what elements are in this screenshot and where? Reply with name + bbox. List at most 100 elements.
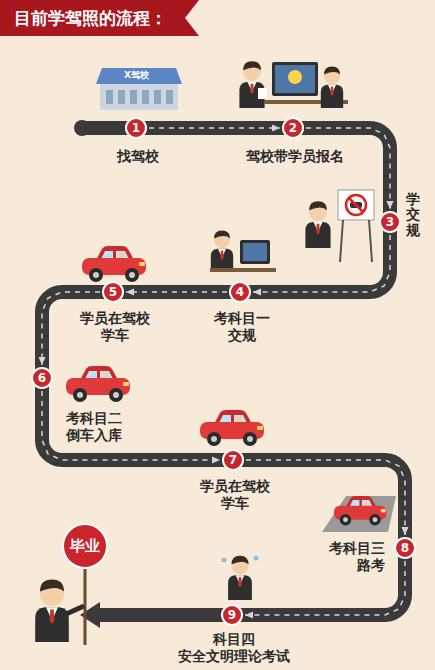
bulb <box>288 70 302 84</box>
car-light <box>123 382 129 386</box>
step-number: 1 <box>132 122 140 134</box>
hair <box>40 580 64 592</box>
no-car-sign <box>346 195 366 215</box>
driver-head <box>102 372 108 378</box>
person-figure <box>305 201 330 248</box>
car-hub <box>93 272 99 278</box>
car-wheel <box>207 432 221 446</box>
step-marker: 4考科目一 交规 <box>229 281 251 303</box>
step-caption: 考科目一 交规 <box>214 310 270 344</box>
person-figure <box>228 556 252 600</box>
car-window <box>219 415 231 423</box>
hair <box>309 201 327 210</box>
car-wheel <box>89 268 103 282</box>
step-caption: 考科目三 路考 <box>329 540 385 574</box>
graduation-sign: 毕业 <box>62 523 108 569</box>
road-connector <box>126 291 227 293</box>
step-caption: 学员在驾校 学车 <box>200 478 270 512</box>
building-window <box>142 90 149 104</box>
person-figure <box>239 61 264 108</box>
car-window <box>362 500 373 507</box>
step-marker: 7学员在驾校 学车 <box>222 449 244 471</box>
building <box>100 82 178 110</box>
car-icon <box>82 246 146 282</box>
arm <box>64 606 84 615</box>
car-hub <box>113 392 119 398</box>
step-number: 4 <box>236 286 244 298</box>
suit <box>305 222 330 248</box>
step-marker: 8考科目三 路考 <box>394 537 416 559</box>
car-wheel <box>125 268 139 282</box>
step-number: 2 <box>289 122 297 134</box>
small-road <box>322 496 396 532</box>
tie <box>238 577 241 587</box>
car-hub <box>77 392 83 398</box>
step-number: 7 <box>229 454 237 466</box>
monitor <box>272 62 318 96</box>
step-caption: 科目四 安全文明理论考试 <box>178 631 290 665</box>
car-light <box>381 509 386 512</box>
driver-head <box>118 252 124 258</box>
school-sign: X驾校 <box>124 70 149 81</box>
step-caption: 找驾校 <box>117 148 159 165</box>
car-hub <box>343 517 348 522</box>
sign-stick <box>84 566 87 645</box>
road-connector <box>42 292 100 365</box>
board-leg <box>369 220 372 262</box>
title: 目前学驾照的流程： <box>14 7 167 29</box>
car-window <box>100 371 113 379</box>
car-light <box>139 262 145 266</box>
step-caption: 学员在驾校 学车 <box>80 310 150 344</box>
road-start <box>74 120 90 136</box>
tie <box>220 250 223 260</box>
step-caption: 学交规 <box>406 192 420 238</box>
road-connector <box>246 460 405 535</box>
step-number: 6 <box>38 372 46 384</box>
car-hub <box>373 517 378 522</box>
step-marker: 2驾校带学员报名 <box>282 117 304 139</box>
person-figure <box>321 66 343 108</box>
driver-head <box>364 501 369 506</box>
step-number: 8 <box>401 542 409 554</box>
paper <box>258 88 267 99</box>
step-number: 3 <box>386 216 394 228</box>
monitor-screen <box>243 243 267 261</box>
car-wheel <box>109 388 123 402</box>
car-hub <box>247 436 253 442</box>
building-window <box>166 90 173 104</box>
car-window <box>116 251 129 259</box>
tie <box>330 86 333 96</box>
whiteboard <box>338 190 374 220</box>
step-caption: 驾校带学员报名 <box>246 148 344 165</box>
car-icon <box>66 366 130 402</box>
building-window <box>118 90 125 104</box>
step-caption: 考科目二 倒车入库 <box>66 410 122 444</box>
monitor <box>240 240 270 264</box>
step-marker: 9科目四 安全文明理论考试 <box>221 604 243 626</box>
step-number: 9 <box>228 609 236 621</box>
road-connector <box>42 391 220 460</box>
title-band: 目前学驾照的流程： <box>0 0 199 36</box>
car-cabin <box>214 410 252 424</box>
monitor-screen <box>275 65 315 93</box>
road <box>42 128 405 615</box>
tie <box>316 224 320 235</box>
person-figure <box>211 230 233 272</box>
car-window <box>234 415 247 423</box>
suit <box>321 85 343 108</box>
road-connector <box>306 128 390 209</box>
car-hub <box>211 436 217 442</box>
sign-text: 毕业 <box>70 539 100 554</box>
hair <box>232 556 249 565</box>
connectors <box>42 128 405 615</box>
building-window <box>130 90 137 104</box>
person-figure <box>35 580 69 642</box>
building-window <box>154 90 161 104</box>
building-window <box>106 90 113 104</box>
step-marker: 6考科目二 倒车入库 <box>31 367 53 389</box>
step-marker: 5学员在驾校 学车 <box>102 281 124 303</box>
board-leg <box>340 220 343 262</box>
sweat-drop <box>222 558 227 563</box>
car-wheel <box>73 388 87 402</box>
